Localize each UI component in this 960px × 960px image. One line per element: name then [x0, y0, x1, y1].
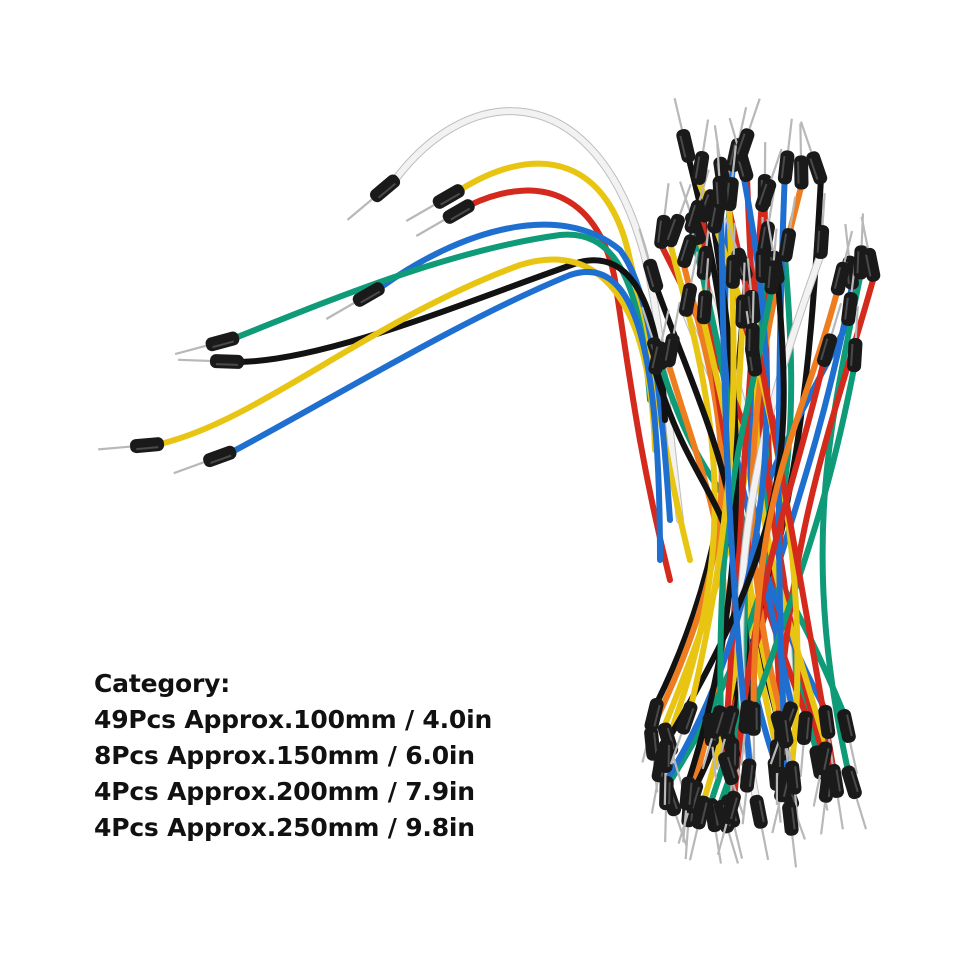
- top-pin-42: [817, 302, 843, 368]
- bottom-pin-37: [785, 760, 802, 827]
- bottom-pin-21: [818, 704, 836, 771]
- short-wire-41: [717, 287, 775, 713]
- bottom-pin-42: [716, 790, 741, 856]
- top-pin-32: [755, 148, 783, 213]
- long-wire-pin-7: [173, 445, 237, 475]
- top-pin-26: [860, 216, 881, 282]
- long-wire-6: [157, 256, 658, 453]
- top-pin-22: [638, 228, 664, 293]
- top-pin-36: [847, 306, 863, 373]
- category-heading: Category:: [94, 669, 231, 698]
- top-pin-9: [757, 189, 776, 256]
- top-pin-45: [712, 143, 728, 210]
- top-pin-41: [764, 228, 781, 295]
- top-pin-11: [841, 260, 858, 327]
- long-wire-5: [237, 257, 668, 423]
- top-pin-31: [684, 169, 710, 234]
- top-pin-13: [725, 222, 741, 289]
- bottom-pin-44: [746, 701, 761, 768]
- bottom-pin-30: [688, 795, 711, 861]
- bottom-pin-34: [659, 776, 674, 843]
- bottom-pin-39: [782, 801, 799, 868]
- spec-line-250mm: 4Pcs Approx.250mm / 9.8in: [94, 813, 475, 842]
- bottom-pin-18: [796, 710, 813, 777]
- top-pin-28: [794, 123, 809, 190]
- top-pin-29: [648, 309, 670, 375]
- top-pin-44: [830, 230, 854, 296]
- top-pin-10: [799, 121, 828, 185]
- spec-line-100mm: 49Pcs Approx.100mm / 4.0in: [94, 705, 493, 734]
- long-wire-pin-2: [415, 199, 475, 237]
- top-pin-16: [673, 97, 696, 163]
- bottom-pin-25: [841, 765, 868, 830]
- spec-line-150mm: 8Pcs Approx.150mm / 6.0in: [94, 741, 475, 770]
- top-pin-27: [745, 290, 760, 357]
- long-wire-pin-3: [325, 282, 385, 320]
- bottom-pin-3: [837, 709, 859, 775]
- spec-line-200mm: 4Pcs Approx.200mm / 7.9in: [94, 777, 475, 806]
- bottom-pin-26: [769, 739, 784, 806]
- long-wire-3: [377, 221, 673, 523]
- long-wire-pin-6: [98, 437, 165, 454]
- top-pin-39: [777, 118, 795, 185]
- long-jumper-wires: [157, 107, 693, 583]
- top-pin-33: [813, 192, 830, 260]
- long-wire-pin-1: [405, 184, 465, 222]
- bottom-pin-35: [679, 776, 696, 843]
- long-wire-pin-0: [346, 174, 401, 221]
- top-pin-37: [691, 119, 710, 186]
- long-wire-pin-4: [174, 331, 240, 356]
- top-pin-19: [663, 184, 692, 248]
- top-pin-15: [678, 251, 699, 317]
- bottom-pin-16: [641, 698, 664, 763]
- bottom-pin-43: [669, 701, 698, 765]
- long-wire-4: [232, 231, 653, 403]
- top-pin-30: [696, 258, 713, 325]
- pin-connectors: [98, 97, 881, 868]
- bottom-pin-40: [658, 738, 673, 805]
- bottom-pin-33: [749, 794, 770, 861]
- top-pin-14: [778, 196, 797, 263]
- bottom-pin-41: [701, 705, 728, 770]
- bottom-pin-32: [718, 751, 745, 816]
- top-pin-34: [733, 98, 761, 162]
- short-wire-45: [718, 202, 753, 766]
- bottom-pin-45: [739, 758, 757, 825]
- long-wire-7: [229, 268, 663, 563]
- bottom-pin-38: [826, 763, 844, 830]
- category-spec-text: Category: 49Pcs Approx.100mm / 4.0in 8Pc…: [94, 666, 492, 846]
- top-pin-6: [661, 301, 681, 368]
- long-wire-pin-5: [177, 354, 245, 369]
